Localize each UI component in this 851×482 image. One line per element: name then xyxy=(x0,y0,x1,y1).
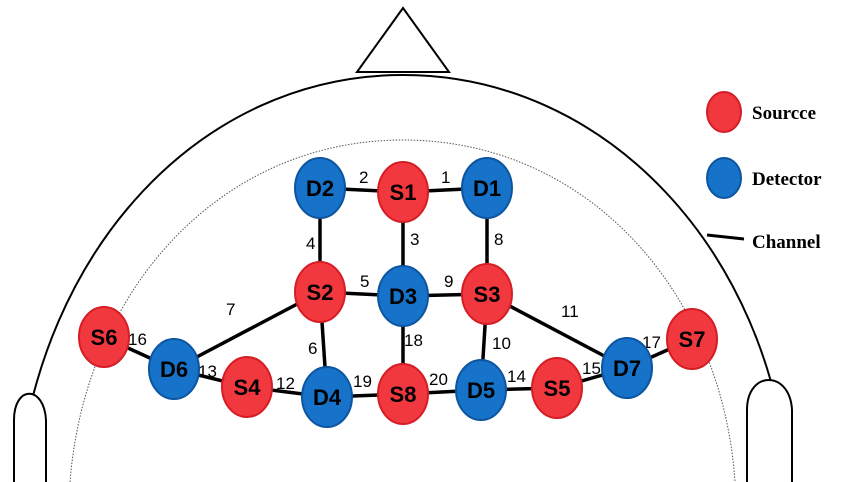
optode-label-d4: D4 xyxy=(313,385,342,410)
detector-d1: D1 xyxy=(461,157,513,219)
channel-label-5: 5 xyxy=(360,272,369,291)
channel-label-15: 15 xyxy=(582,359,601,378)
legend-detector: Detector xyxy=(706,157,822,199)
optode-label-d1: D1 xyxy=(473,176,501,201)
optode-marker-s8 xyxy=(377,363,429,425)
detector-d3: D3 xyxy=(377,265,429,327)
legend-detector-label: Detector xyxy=(752,169,822,190)
head-outline xyxy=(13,6,793,482)
optode-marker-d3 xyxy=(377,265,429,327)
optode-marker-d4 xyxy=(301,366,353,428)
optode-marker-s1 xyxy=(377,161,429,223)
optode-label-d3: D3 xyxy=(389,284,417,309)
legend-channel-marker xyxy=(706,233,745,241)
channel-label-9: 9 xyxy=(444,272,453,291)
detector-d5: D5 xyxy=(455,359,507,421)
channel-label-13: 13 xyxy=(198,362,217,381)
channel-label-18: 18 xyxy=(404,331,423,350)
optode-marker-d6 xyxy=(148,338,200,400)
optode-marker-d7 xyxy=(601,337,653,399)
optode-label-s6: S6 xyxy=(91,325,118,350)
optode-label-s2: S2 xyxy=(307,280,334,305)
channel-label-2: 2 xyxy=(359,168,368,187)
optode-label-d2: D2 xyxy=(306,176,334,201)
nose-triangle xyxy=(355,6,451,73)
detector-d7: D7 xyxy=(601,337,653,399)
source-s1: S1 xyxy=(377,161,429,223)
source-s3: S3 xyxy=(461,263,513,325)
optode-marker-d1 xyxy=(461,157,513,219)
legend-source-label: Sourcce xyxy=(752,103,816,124)
channel-label-12: 12 xyxy=(276,374,295,393)
optode-marker-s3 xyxy=(461,263,513,325)
channel-label-4: 4 xyxy=(306,234,315,253)
detector-d2: D2 xyxy=(294,157,346,219)
detector-d6: D6 xyxy=(148,338,200,400)
optode-label-d7: D7 xyxy=(613,356,641,381)
source-s8: S8 xyxy=(377,363,429,425)
optode-label-d5: D5 xyxy=(467,378,495,403)
channel-label-16: 16 xyxy=(128,330,147,349)
channel-line-7 xyxy=(173,290,321,371)
channel-label-17: 17 xyxy=(642,333,661,352)
optode-marker-s6 xyxy=(78,306,130,368)
source-s5: S5 xyxy=(531,357,583,419)
channel-label-20: 20 xyxy=(429,370,448,389)
optode-marker-s4 xyxy=(221,356,273,418)
optode-label-s5: S5 xyxy=(544,376,571,401)
legend-detector-marker xyxy=(706,157,742,199)
optode-label-s8: S8 xyxy=(390,382,417,407)
source-s7: S7 xyxy=(666,308,718,370)
channel-label-8: 8 xyxy=(494,230,503,249)
optode-marker-d5 xyxy=(455,359,507,421)
source-s6: S6 xyxy=(78,306,130,368)
optode-marker-d2 xyxy=(294,157,346,219)
optode-marker-s5 xyxy=(531,357,583,419)
optode-label-s3: S3 xyxy=(474,282,501,307)
legend-source: Sourcce xyxy=(706,91,816,133)
head-outer-contour xyxy=(17,73,790,482)
legend-channel: Channel xyxy=(706,232,821,253)
right-ear xyxy=(746,379,793,482)
legend-source-marker xyxy=(706,91,742,133)
channel-label-3: 3 xyxy=(410,230,419,249)
optode-label-d6: D6 xyxy=(160,357,188,382)
channel-label-11: 11 xyxy=(561,302,579,321)
optode-marker-s7 xyxy=(666,308,718,370)
channel-label-1: 1 xyxy=(441,168,450,187)
channel-label-14: 14 xyxy=(507,367,526,386)
optode-label-s1: S1 xyxy=(390,180,417,205)
optode-marker-s2 xyxy=(294,261,346,323)
optode-label-s4: S4 xyxy=(234,375,262,400)
optode-label-s7: S7 xyxy=(679,327,706,352)
channel-label-7: 7 xyxy=(226,300,235,319)
source-s2: S2 xyxy=(294,261,346,323)
left-ear xyxy=(13,392,47,482)
channel-label-6: 6 xyxy=(308,339,317,358)
detector-d4: D4 xyxy=(301,366,353,428)
source-s4: S4 xyxy=(221,356,273,418)
legend: Sourcce Detector Channel xyxy=(706,91,822,253)
legend-channel-label: Channel xyxy=(752,232,821,253)
channel-label-10: 10 xyxy=(492,334,511,353)
channel-label-19: 19 xyxy=(353,372,372,391)
